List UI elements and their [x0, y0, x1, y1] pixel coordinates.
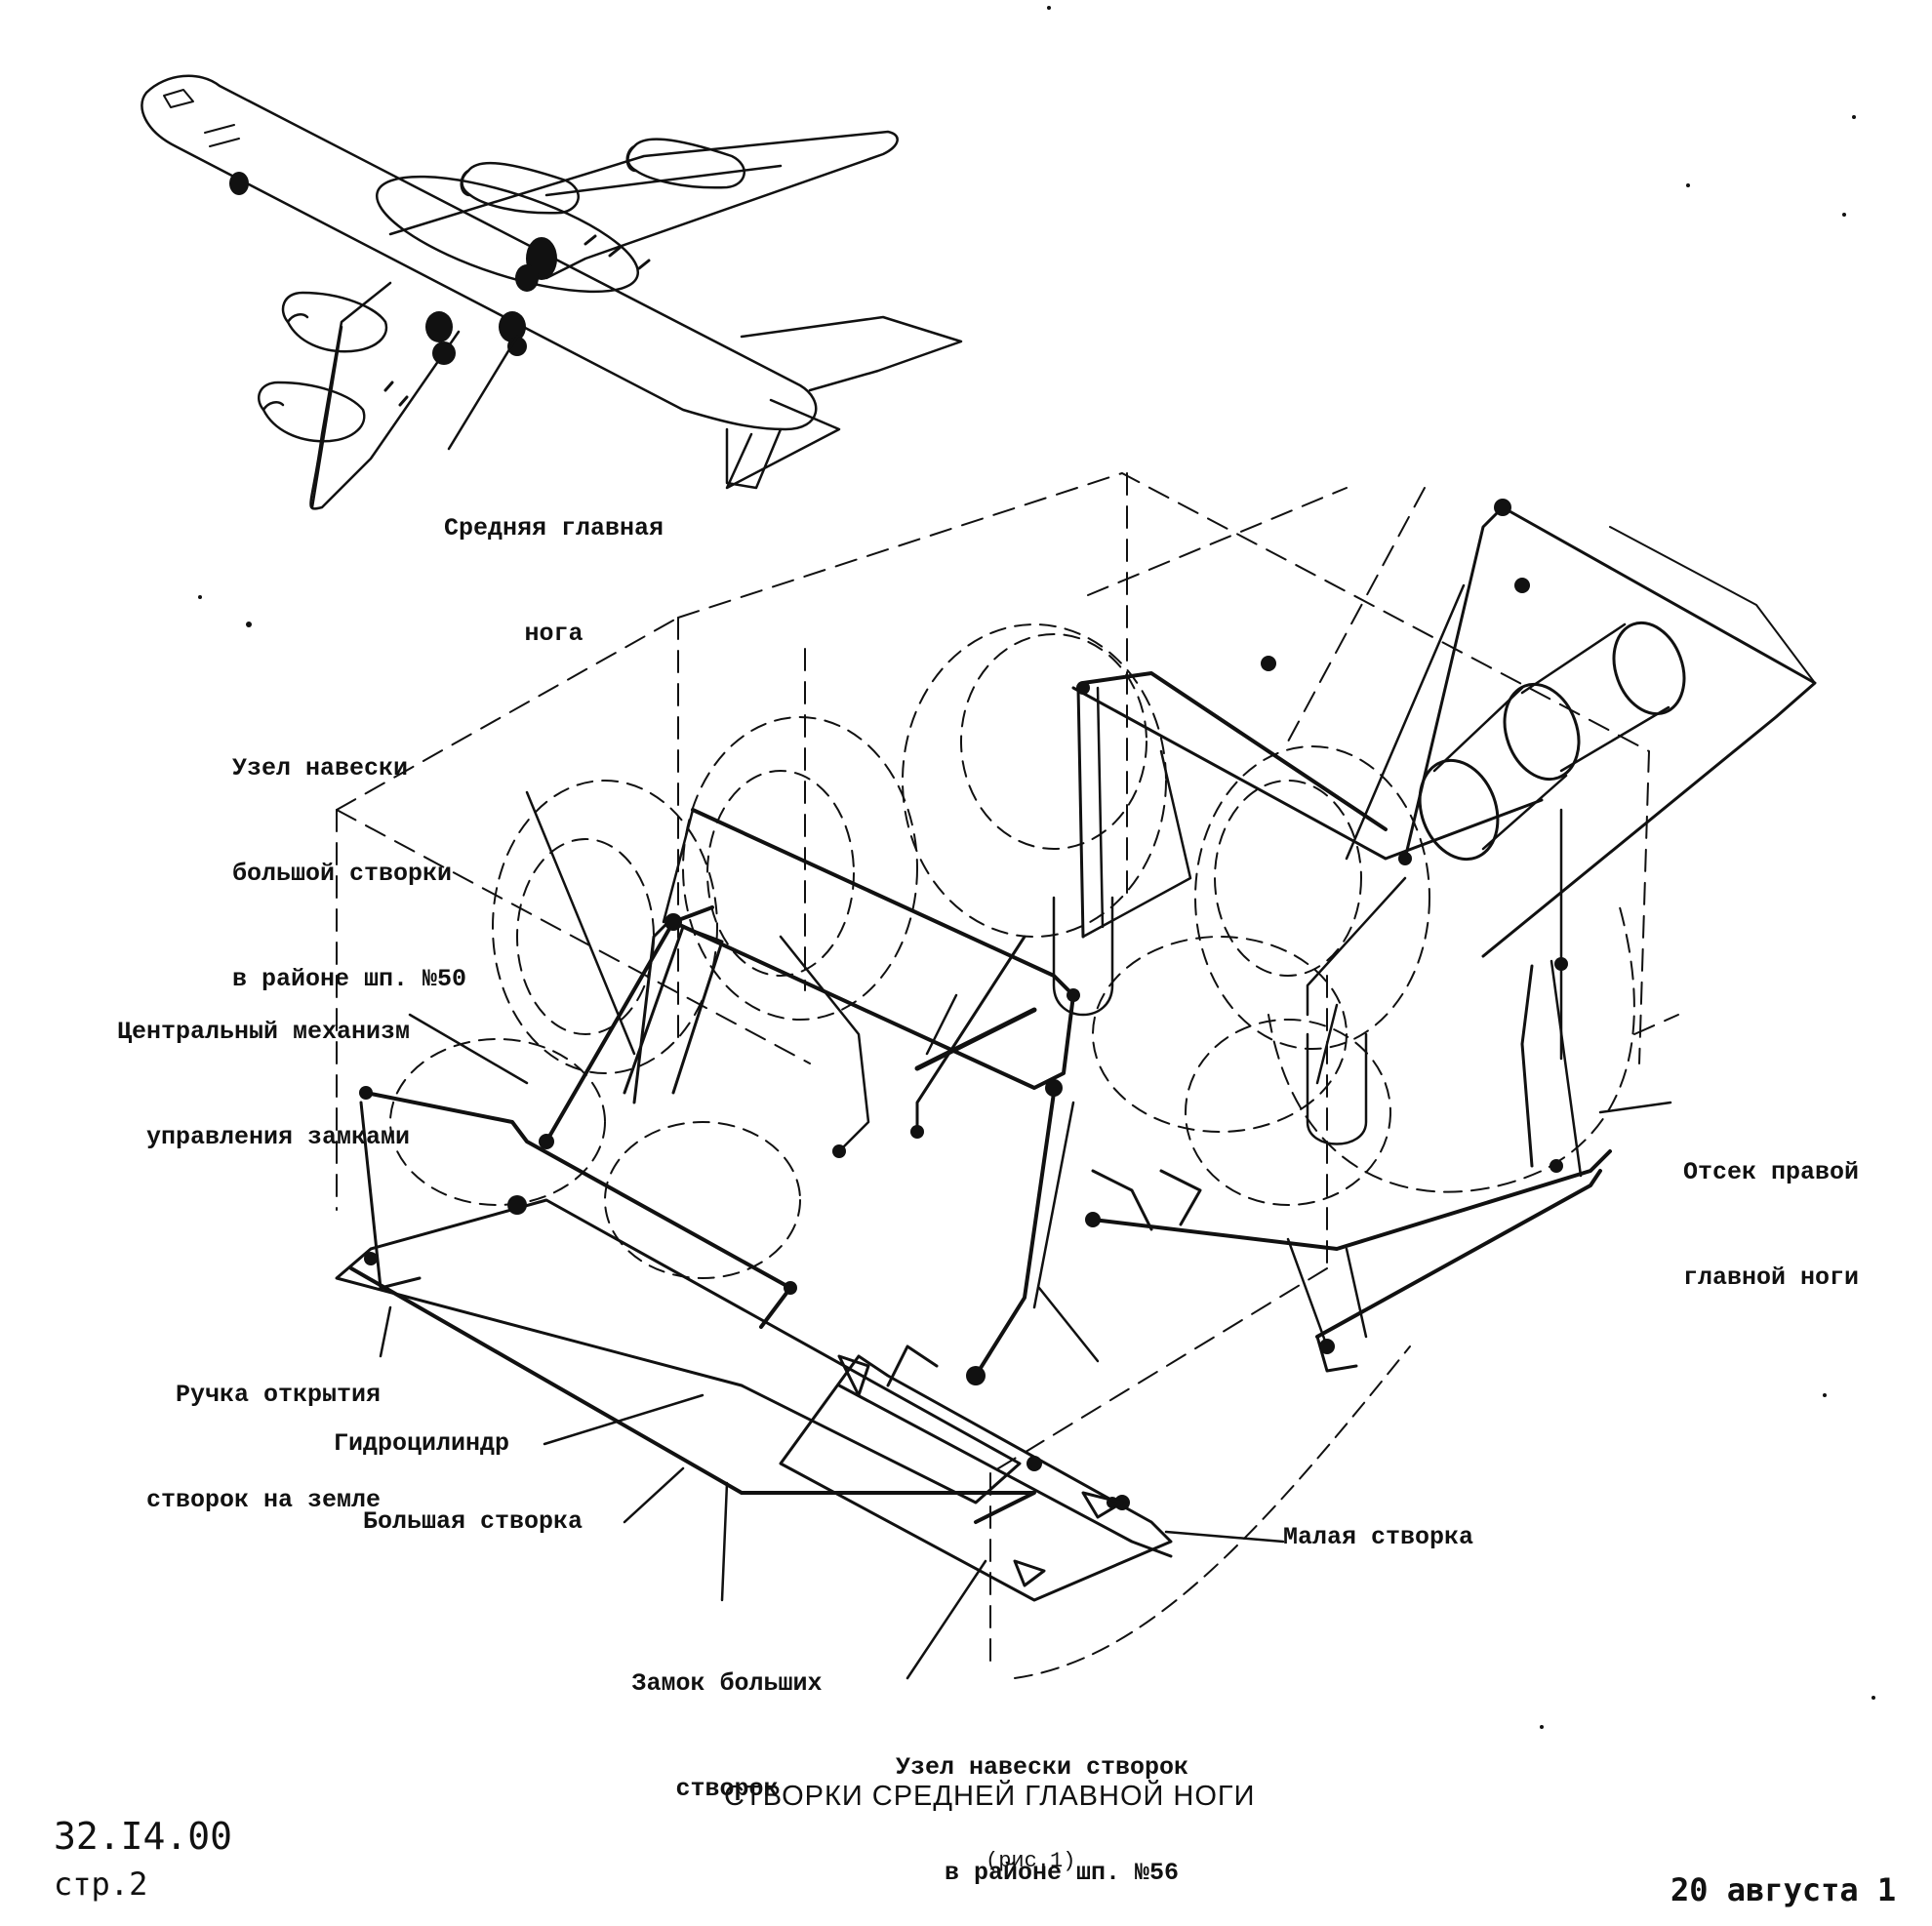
scan-specks — [198, 6, 1875, 1729]
label-ground-open-handle: Ручка открытия створок на земле — [98, 1307, 381, 1553]
label-middle-main-gear: Средняя главная нога — [444, 441, 664, 687]
label-right-main-gear-bay: Отсек правой главной ноги — [1659, 1085, 1883, 1331]
label-hinge-frame-56: Узел навески створок в районе шп. №56 — [896, 1680, 1188, 1926]
doc-date: 20 августа 1 — [1670, 1871, 1897, 1908]
label-small-door: Малая створка — [1283, 1523, 1474, 1551]
label-central-lock-mechanism: Центральный механизм управления замками — [39, 944, 410, 1190]
label-line: створок на земле — [145, 1486, 381, 1514]
figure-number: (рис.1) — [986, 1849, 1076, 1873]
label-line: Узел навески створок — [896, 1753, 1189, 1782]
label-line: Центральный механизм — [116, 1018, 410, 1046]
label-line: створок — [675, 1775, 779, 1803]
label-hinge-frame-50: Узел навески большой створки в районе шп… — [232, 681, 466, 1032]
label-line: в районе шп. №56 — [945, 1859, 1180, 1887]
label-line: Замок больших — [631, 1669, 823, 1698]
label-line: главной ноги — [1682, 1264, 1860, 1292]
doc-page-number: стр.2 — [54, 1866, 148, 1903]
label-line: Узел навески — [232, 754, 409, 782]
door-mechanism-illustration — [335, 472, 1817, 1680]
doc-section-number: 32.I4.00 — [54, 1815, 233, 1858]
label-line: Отсек правой — [1682, 1158, 1860, 1186]
label-line: в районе шп. №50 — [232, 965, 467, 993]
figure-title: СТВОРКИ СРЕДНЕЙ ГЛАВНОЙ НОГИ — [724, 1781, 1256, 1812]
aircraft-illustration — [141, 74, 963, 510]
label-large-door: Большая створка — [363, 1507, 584, 1536]
label-large-door-lock: Замок больших створок — [615, 1596, 839, 1842]
label-line: Средняя главная — [444, 514, 664, 542]
label-line: управления замками — [145, 1123, 410, 1151]
label-hydraulic-cylinder: Гидроцилиндр — [334, 1429, 510, 1458]
label-line: Ручка открытия — [175, 1381, 381, 1409]
label-line: нога — [524, 620, 584, 648]
label-line: большой створки — [232, 860, 453, 888]
